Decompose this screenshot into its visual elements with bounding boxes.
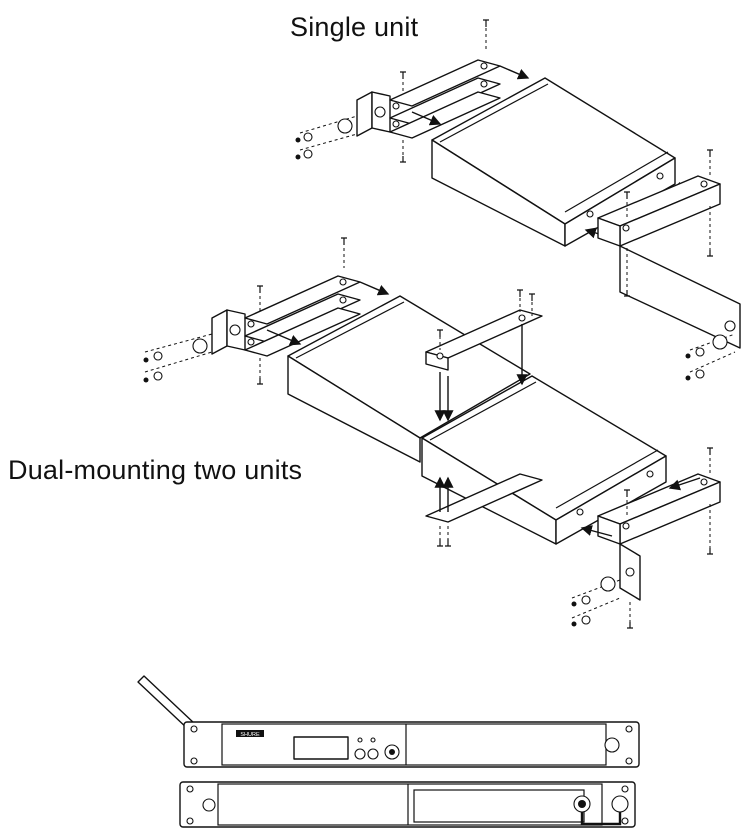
single-unit-label: Single unit [290, 12, 419, 42]
single-right-screws [685, 333, 736, 381]
dual-receiver-unit-left [287, 295, 531, 463]
single-receiver-unit [431, 77, 676, 247]
dual-bottom-link-plate [425, 473, 543, 547]
single-left-rack-ear [356, 59, 501, 139]
dual-right-screws [571, 576, 633, 629]
rack-rear-panel [179, 781, 636, 828]
single-unit-assembly [295, 19, 741, 381]
antenna-cable [580, 812, 622, 826]
dual-left-screws [143, 237, 347, 385]
single-left-screws [295, 19, 489, 163]
dual-top-link-plate [425, 289, 543, 422]
dual-right-rack-ear [580, 447, 721, 601]
dual-mounting-label: Dual-mounting two units [8, 455, 303, 485]
single-right-rack-ear [597, 149, 741, 349]
rack-front-panel: SHURE [137, 675, 640, 768]
panel-brand-text: SHURE [240, 732, 260, 738]
dual-unit-assembly [143, 237, 721, 629]
dual-receiver-unit-right [421, 375, 667, 545]
